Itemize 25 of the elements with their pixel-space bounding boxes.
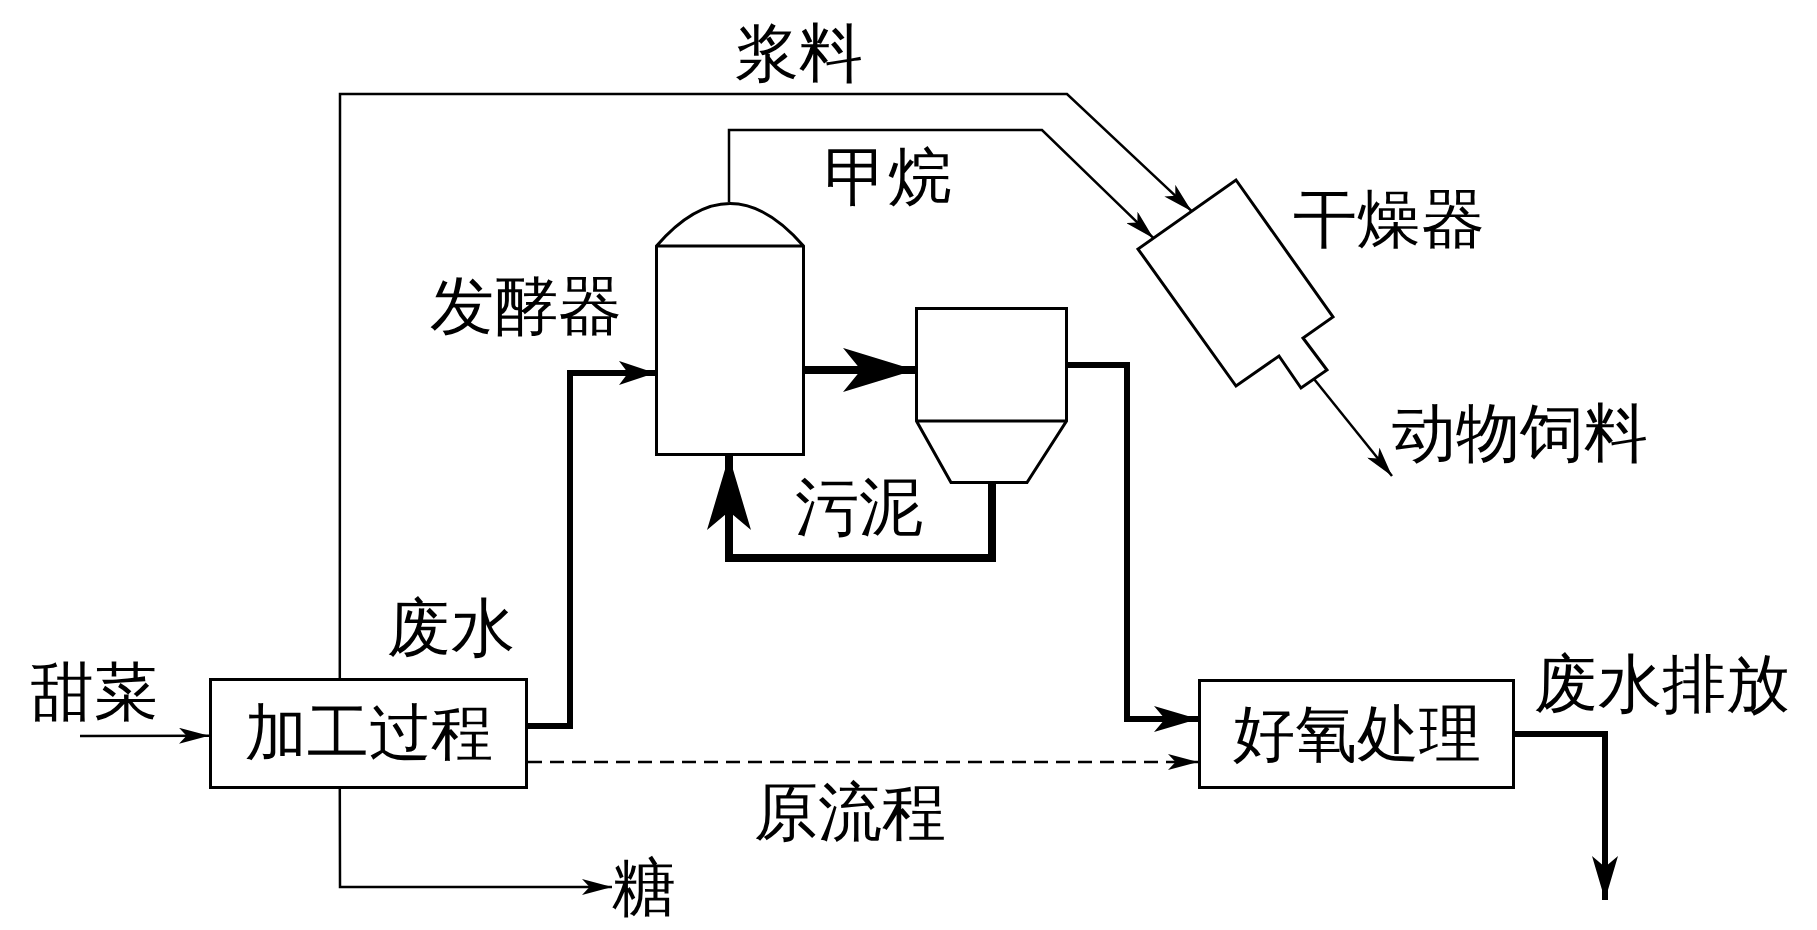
process-box <box>1198 679 1515 789</box>
arrow <box>80 727 209 744</box>
arrow <box>1068 362 1198 732</box>
equipment-label: 干燥器 <box>1293 182 1485 256</box>
edge-label: 甲烷 <box>824 140 952 214</box>
fermenter-tank <box>655 202 805 456</box>
arrow <box>727 128 1155 240</box>
edge-label: 污泥 <box>795 470 923 544</box>
edge-label: 废水 <box>387 591 515 665</box>
output-label: 动物饲料 <box>1392 388 1648 478</box>
process-label: 好氧处理 <box>1232 699 1481 769</box>
process-label: 加工过程 <box>244 699 493 768</box>
equipment-label: 发酵器 <box>430 269 622 343</box>
edge-label: 浆料 <box>735 16 863 90</box>
edge-label: 原流程 <box>754 775 946 849</box>
dashed-arrow <box>528 754 1198 770</box>
process-box <box>209 678 528 789</box>
arrow <box>528 360 655 729</box>
edge-label: 废水排放 <box>1534 647 1790 721</box>
output-label: 糖 <box>612 846 676 928</box>
arrow <box>338 92 1193 678</box>
input-label: 甜菜 <box>30 648 158 736</box>
arrow <box>1313 378 1393 477</box>
arrow <box>338 789 612 895</box>
arrow <box>1515 731 1618 900</box>
